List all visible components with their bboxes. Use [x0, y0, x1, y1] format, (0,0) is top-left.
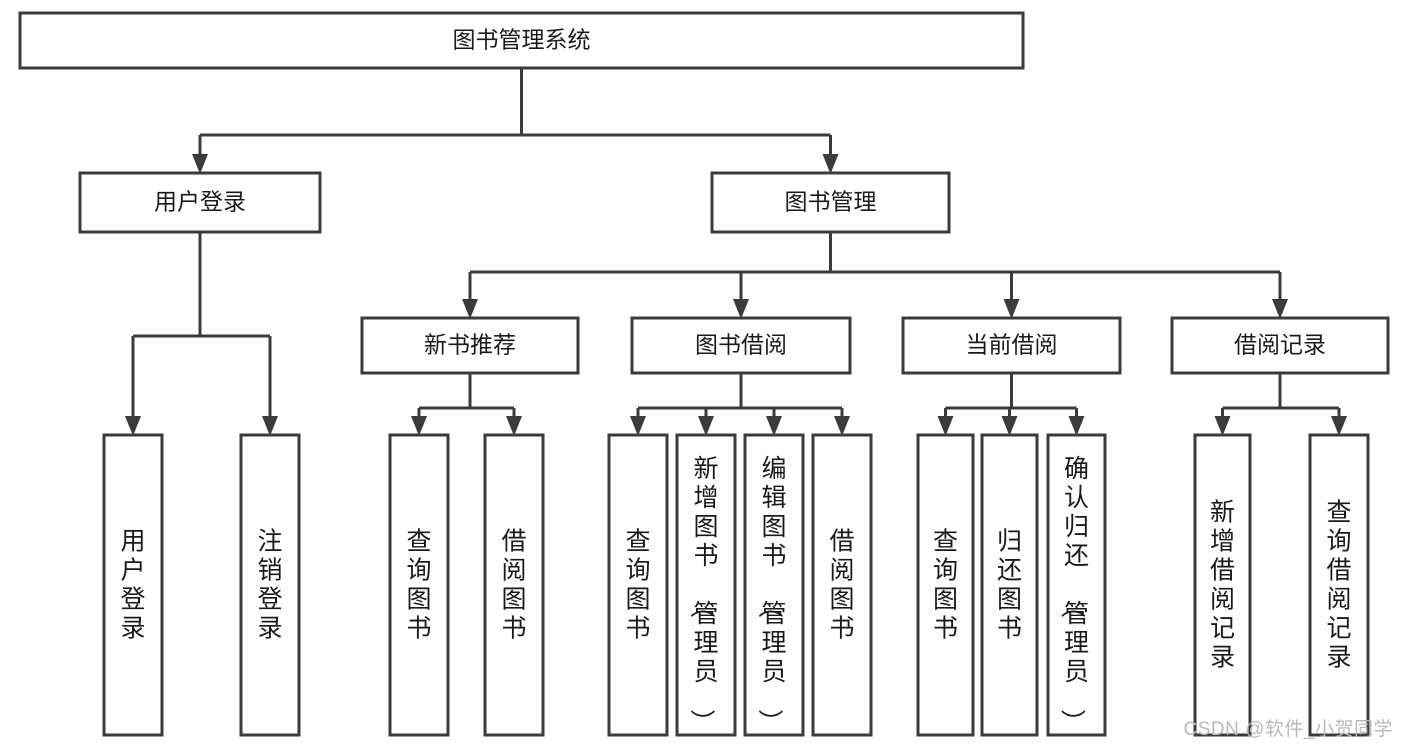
node-l1-book[interactable]: 图书管理 — [710, 171, 951, 234]
node-box — [1193, 433, 1252, 737]
node-l3-br-query[interactable]: 查询图书 — [607, 433, 669, 737]
edge-group-root — [192, 68, 839, 174]
node-l3-rcd-add[interactable]: 新增借阅记录 — [1193, 433, 1252, 737]
node-l3-br-edit[interactable]: 编辑图书（管理员） — [743, 433, 805, 737]
node-label: 归还图书 — [997, 528, 1022, 643]
edges-layer — [125, 68, 1347, 436]
node-l2-borrow[interactable]: 图书借阅 — [630, 316, 852, 375]
node-l1-user[interactable]: 用户登录 — [78, 171, 322, 234]
csdn-watermark: CSDN @软件_小贺同学 — [1183, 719, 1393, 740]
node-label: 当前借阅 — [966, 332, 1058, 358]
node-l3-cur-confirm[interactable]: 确认归还（管理员） — [1046, 433, 1107, 737]
node-label: 新增借阅记录 — [1210, 499, 1235, 672]
edge-group-l1_user — [125, 232, 278, 436]
node-box — [630, 316, 852, 375]
node-label: 查询图书 — [406, 528, 431, 643]
node-label: 新增图书（管理员） — [687, 455, 718, 734]
nodes-layer: 图书管理系统用户登录图书管理新书推荐图书借阅当前借阅借阅记录用户登录注销登录查询… — [18, 11, 1390, 737]
node-label: 用户登录 — [120, 528, 145, 643]
node-label: 查询图书 — [933, 528, 958, 643]
node-label: 查询借阅记录 — [1326, 499, 1351, 672]
node-l2-current[interactable]: 当前借阅 — [901, 316, 1122, 375]
node-root[interactable]: 图书管理系统 — [18, 11, 1025, 70]
node-l3-rec-borrow[interactable]: 借阅图书 — [483, 433, 545, 737]
node-label: 借阅图书 — [501, 528, 526, 643]
edge-group-l1_book — [462, 232, 1288, 319]
node-l3-cur-return[interactable]: 归还图书 — [980, 433, 1039, 737]
node-box — [78, 171, 322, 234]
node-box — [102, 433, 164, 737]
node-l3-rcd-query[interactable]: 查询借阅记录 — [1308, 433, 1370, 737]
node-box — [360, 316, 580, 375]
node-l3-cur-query[interactable]: 查询图书 — [916, 433, 975, 737]
edge-group-l2_recommend — [411, 373, 522, 436]
node-l3-rec-query[interactable]: 查询图书 — [388, 433, 450, 737]
node-l2-record[interactable]: 借阅记录 — [1170, 316, 1390, 375]
node-label: 图书借阅 — [695, 332, 787, 358]
node-l3-user-login[interactable]: 用户登录 — [102, 433, 164, 737]
node-label: 注销登录 — [257, 528, 282, 643]
node-box — [388, 433, 450, 737]
edge-group-l2_current — [937, 373, 1085, 436]
node-label: 图书管理系统 — [453, 27, 591, 53]
node-label: 借阅记录 — [1234, 332, 1326, 358]
node-box — [239, 433, 301, 737]
node-box — [675, 433, 737, 737]
node-box — [980, 433, 1039, 737]
node-box — [901, 316, 1122, 375]
node-box — [483, 433, 545, 737]
node-l3-br-add[interactable]: 新增图书（管理员） — [675, 433, 737, 737]
node-box — [18, 11, 1025, 70]
node-box — [743, 433, 805, 737]
node-l3-br-borrow[interactable]: 借阅图书 — [811, 433, 873, 737]
node-label: 图书管理 — [785, 189, 877, 215]
edge-group-l2_record — [1214, 373, 1347, 436]
node-label: 查询图书 — [625, 528, 650, 643]
node-box — [607, 433, 669, 737]
node-box — [811, 433, 873, 737]
node-box — [1308, 433, 1370, 737]
node-box — [916, 433, 975, 737]
node-label: 用户登录 — [154, 189, 246, 215]
node-box — [1046, 433, 1107, 737]
node-l2-recommend[interactable]: 新书推荐 — [360, 316, 580, 375]
node-l3-user-logout[interactable]: 注销登录 — [239, 433, 301, 737]
node-label: 确认归还（管理员） — [1058, 455, 1089, 734]
node-label: 编辑图书（管理员） — [755, 455, 786, 734]
node-label: 新书推荐 — [424, 332, 516, 358]
node-label: 借阅图书 — [829, 528, 854, 643]
node-box — [1170, 316, 1390, 375]
edge-group-l2_borrow — [630, 373, 850, 436]
node-box — [710, 171, 951, 234]
